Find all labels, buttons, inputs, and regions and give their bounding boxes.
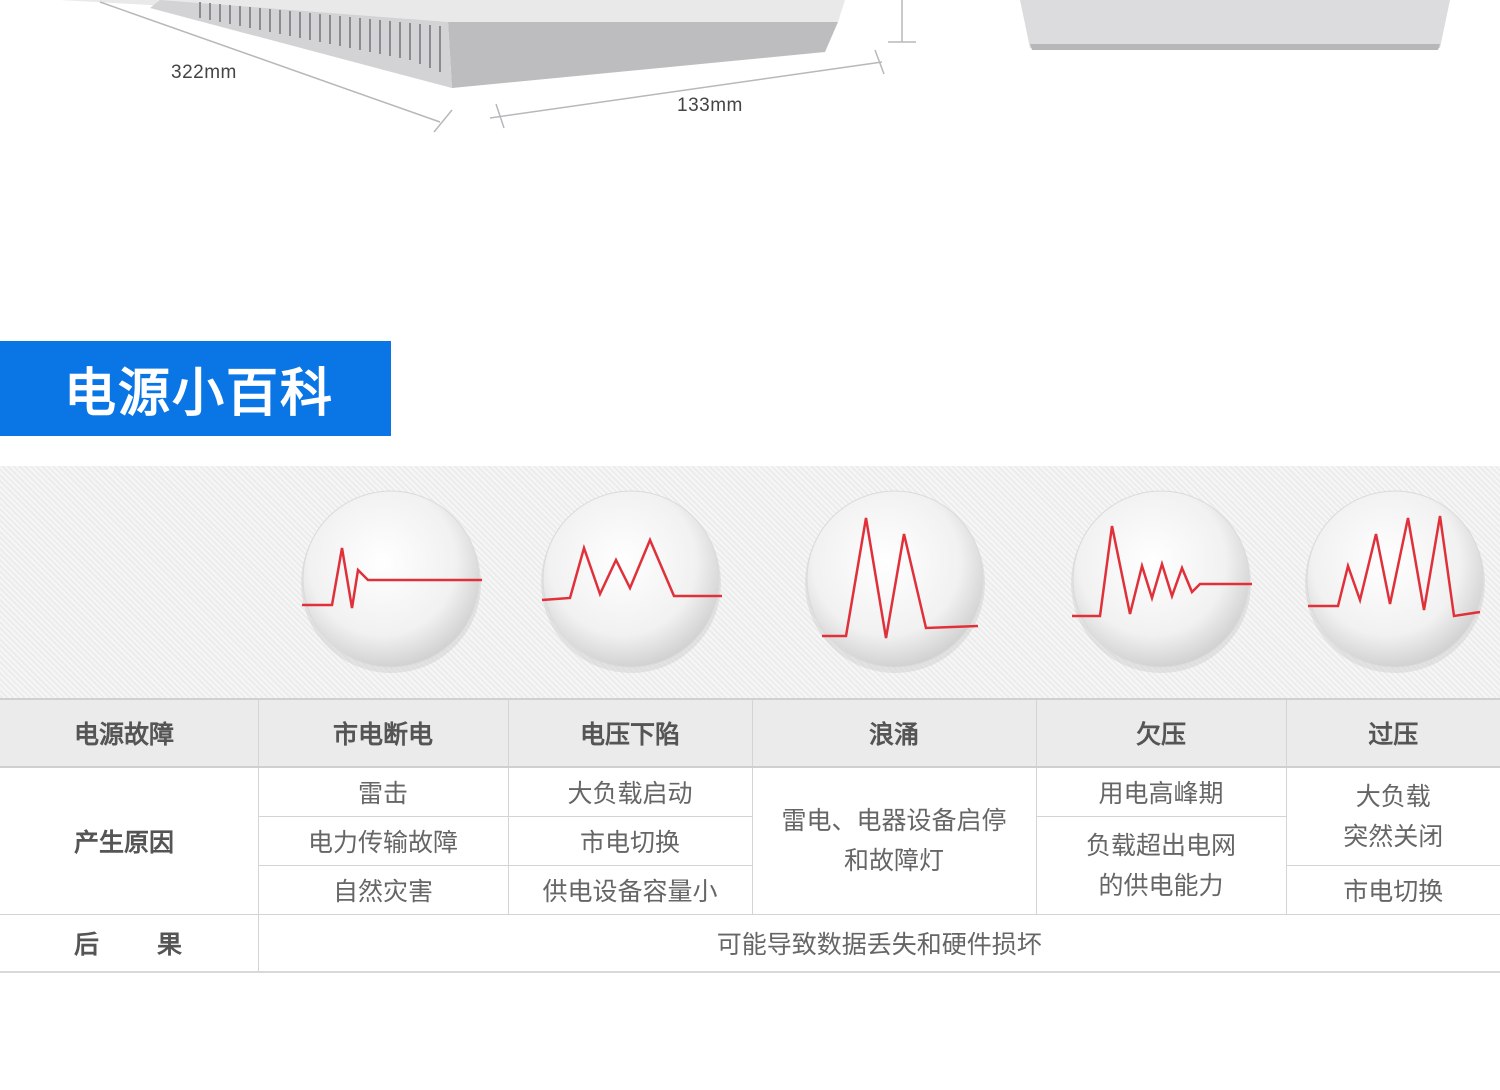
table-cell: 雷电、电器设备启停 和故障灯 — [751, 766, 1037, 915]
table-cell: 供电设备容量小 — [507, 865, 753, 915]
voltage-sag-waveform-icon — [541, 490, 722, 673]
causes-row-label: 产生原因 — [0, 766, 259, 915]
product-dimension-drawing: 322mm 133mm — [0, 0, 1500, 150]
section-title-banner: 电源小百科 — [0, 341, 391, 436]
consequence-row-label: 后果 — [0, 914, 259, 973]
width-dimension-label: 133mm — [677, 95, 743, 116]
table-cell: 用电高峰期 — [1035, 766, 1287, 817]
table-row: 后果 可能导致数据丢失和硬件损坏 — [0, 914, 1500, 973]
undervoltage-waveform-icon — [1071, 490, 1252, 673]
column-header-voltage-sag: 电压下陷 — [507, 698, 753, 768]
consequence-label-text: 后果 — [74, 930, 241, 959]
table-row: 自然灾害 供电设备容量小 市电切换 — [0, 865, 1500, 915]
power-fault-table: 电源故障 市电断电 电压下陷 浪涌 欠压 过压 产生原因 雷击 大负载启动 雷电… — [0, 698, 1500, 973]
table-cell: 负载超出电网 的供电能力 — [1035, 816, 1286, 915]
cell-text-line: 大负载 — [1355, 781, 1431, 811]
section-title: 电源小百科 — [64, 364, 335, 424]
overvoltage-waveform-icon — [1305, 490, 1485, 673]
table-cell: 大负载 突然关闭 — [1285, 766, 1500, 866]
power-outage-waveform-icon — [301, 490, 482, 673]
fault-type-label: 电源故障 — [0, 698, 259, 768]
column-header-undervoltage: 欠压 — [1035, 698, 1287, 768]
cell-text-line: 和故障灯 — [843, 846, 944, 875]
table-row: 产生原因 雷击 大负载启动 雷电、电器设备启停 和故障灯 用电高峰期 大负载 突… — [0, 766, 1500, 915]
depth-dimension-label: 322mm — [171, 62, 237, 83]
cell-text-line: 突然关闭 — [1343, 821, 1444, 851]
cell-text-line: 负载超出电网 — [1085, 830, 1236, 860]
table-row: 电力传输故障 市电切换 负载超出电网 的供电能力 — [0, 816, 1500, 915]
column-header-power-outage: 市电断电 — [257, 698, 509, 768]
surge-waveform-icon — [805, 490, 985, 673]
table-cell: 大负载启动 — [507, 766, 753, 817]
table-cell: 雷击 — [257, 766, 509, 817]
table-header-row: 电源故障 市电断电 电压下陷 浪涌 欠压 过压 — [0, 698, 1500, 768]
column-header-overvoltage: 过压 — [1285, 698, 1500, 768]
cell-text-line: 的供电能力 — [1098, 870, 1224, 900]
product-illustration — [60, 0, 1450, 133]
table-cell: 自然灾害 — [257, 865, 509, 915]
cell-text-line: 雷电、电器设备启停 — [781, 806, 1007, 835]
consequence-cell: 可能导致数据丢失和硬件损坏 — [257, 914, 1500, 973]
column-header-surge: 浪涌 — [751, 698, 1037, 768]
table-cell: 市电切换 — [1285, 865, 1500, 915]
waveform-icon-band — [0, 466, 1500, 700]
table-cell: 市电切换 — [507, 816, 753, 866]
table-cell: 电力传输故障 — [257, 816, 509, 866]
